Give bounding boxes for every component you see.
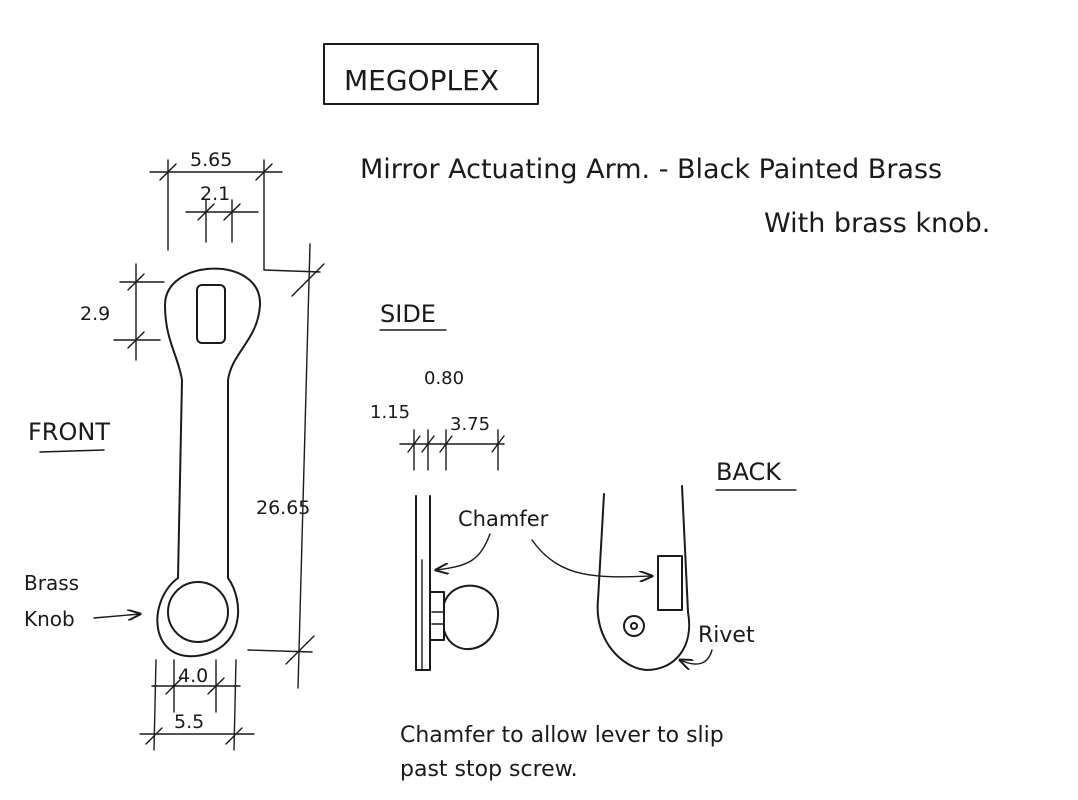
dim-slot-height: 2.9: [80, 303, 110, 325]
side-dim-0-80: 0.80: [424, 368, 464, 389]
chamfer-arrow-back: [531, 539, 652, 577]
brass-knob-label-2: Knob: [24, 607, 75, 631]
chamfer-arrow-side: [436, 533, 491, 570]
brass-knob-label-1: Brass: [24, 571, 79, 595]
side-dim-3-75: 3.75: [450, 414, 490, 435]
title-line-1: Mirror Actuating Arm. - Black Painted Br…: [360, 154, 942, 185]
rivet-arrow: [680, 649, 713, 664]
back-arm-outline: [596, 485, 691, 671]
back-view-label: BACK: [716, 458, 782, 486]
dim-overall-length: 26.65: [256, 497, 310, 519]
brass-knob-arrow: [93, 614, 140, 618]
brand-box: [323, 43, 539, 105]
front-view: 5.65 2.1 2.9 26.65 4.0 5.5: [24, 149, 325, 751]
dim-slot-width: 2.1: [200, 183, 230, 205]
chamfer-label: Chamfer: [458, 507, 549, 531]
arm-slot: [196, 284, 226, 344]
side-view: SIDE 0.80 1.15 3.75 Chamfer: [370, 300, 549, 671]
note-line-2: past stop screw.: [400, 757, 578, 782]
dim-bottom-width: 5.5: [174, 711, 204, 733]
brass-knob-circle: [167, 581, 229, 643]
note-line-1: Chamfer to allow lever to slip: [400, 723, 724, 748]
rivet-label: Rivet: [698, 623, 755, 648]
dim-knob-width: 4.0: [178, 665, 208, 687]
arm-outline: [156, 267, 262, 658]
brand-label: MEGOPLEX: [344, 64, 499, 97]
dim-top-width: 5.65: [190, 149, 232, 171]
front-view-label: FRONT: [28, 418, 110, 446]
side-view-label: SIDE: [380, 300, 436, 328]
title-line-2: With brass knob.: [764, 208, 990, 239]
back-chamfer-rect: [657, 555, 683, 611]
back-view: BACK Rivet: [531, 458, 797, 671]
side-dim-1-15: 1.15: [370, 402, 410, 423]
